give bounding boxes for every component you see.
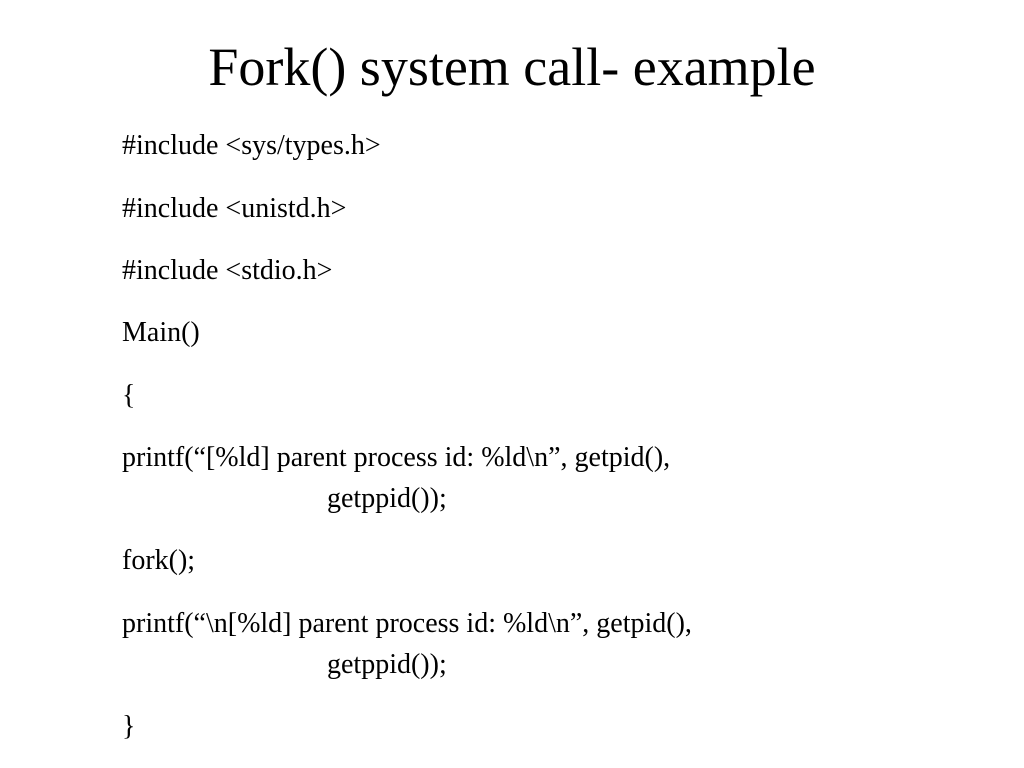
code-line-printf-2: printf(“\n[%ld] parent process id: %ld\n… — [122, 608, 692, 639]
code-line-close-brace: } — [122, 711, 136, 742]
code-line-open-brace: { — [122, 380, 136, 411]
code-line-include-stdio: #include <stdio.h> — [122, 255, 333, 286]
code-line-main: Main() — [122, 317, 200, 348]
code-line-fork: fork(); — [122, 545, 196, 576]
code-line-include-sys-types: #include <sys/types.h> — [122, 130, 381, 161]
slide-title: Fork() system call- example — [208, 37, 816, 97]
code-line-printf-1-continuation: getppid()); — [327, 483, 447, 514]
code-line-printf-2-continuation: getppid()); — [327, 649, 447, 680]
code-line-printf-1: printf(“[%ld] parent process id: %ld\n”,… — [122, 442, 671, 473]
code-line-include-unistd: #include <unistd.h> — [122, 193, 347, 224]
